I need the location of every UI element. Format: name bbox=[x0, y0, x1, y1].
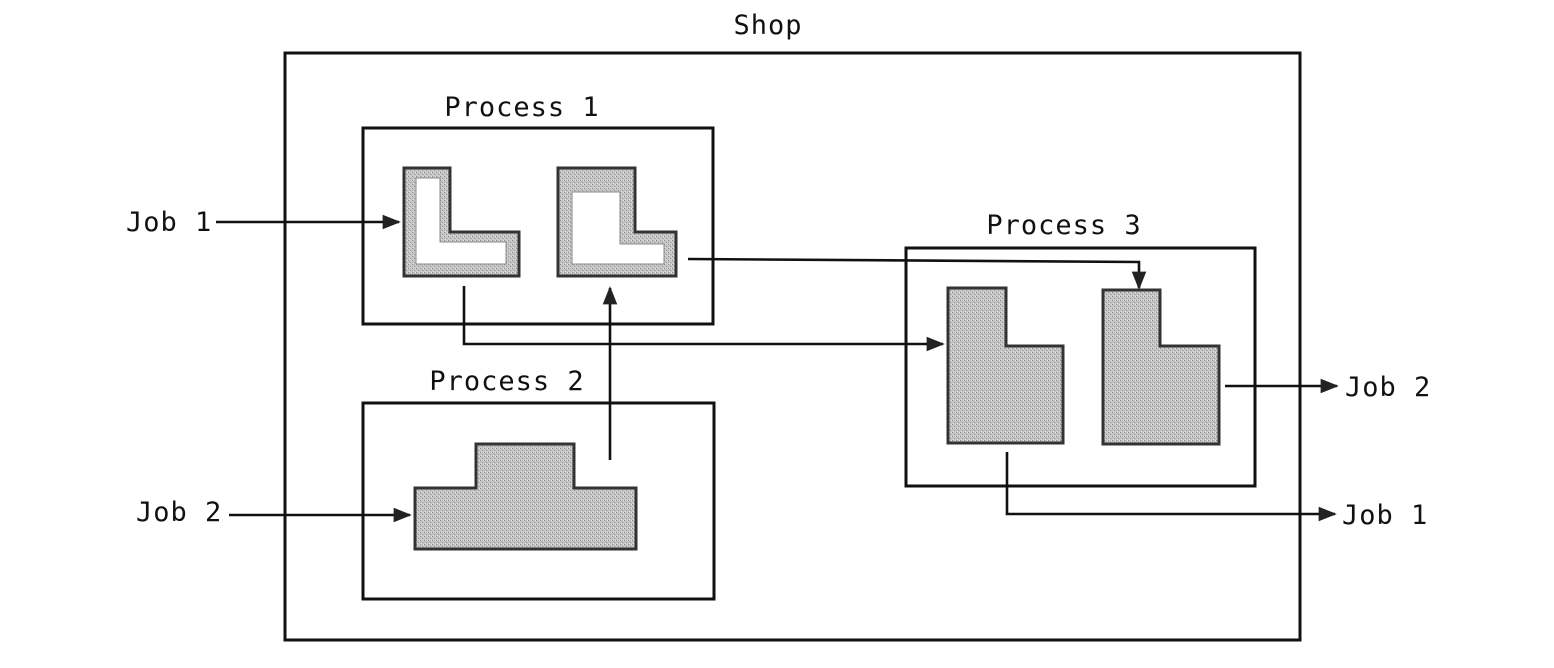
process-2-boundary bbox=[361, 401, 716, 601]
process-3-machine-2 bbox=[1101, 288, 1221, 446]
process-3-machine-1 bbox=[946, 286, 1065, 445]
process-1-machine-1 bbox=[402, 166, 521, 278]
process-1-machine-2 bbox=[556, 166, 678, 278]
process-3: Process 3 bbox=[904, 210, 1257, 488]
job-2-input-label: Job 2 bbox=[136, 497, 222, 528]
job-1-input-label: Job 1 bbox=[126, 207, 212, 238]
job-1-output-label: Job 1 bbox=[1342, 500, 1428, 531]
process-3-boundary bbox=[904, 246, 1257, 488]
job-2-output-label: Job 2 bbox=[1345, 372, 1431, 403]
process-1-to-process-3-arrow bbox=[462, 286, 945, 352]
process-1-machine-2-to-process-3-machine-2-arrow bbox=[687, 257, 1147, 290]
process-2-label: Process 2 bbox=[429, 366, 584, 397]
process-1-label: Process 1 bbox=[444, 92, 599, 123]
process-1: Process 1 bbox=[361, 92, 715, 326]
process-1-boundary bbox=[361, 126, 715, 326]
shop-label: Shop bbox=[733, 10, 802, 41]
shop-boundary bbox=[283, 51, 1302, 642]
process-2: Process 2 bbox=[361, 366, 716, 601]
process-2-machine bbox=[413, 442, 638, 551]
job-1-output-arrow bbox=[1005, 452, 1337, 522]
process-3-label: Process 3 bbox=[986, 210, 1141, 241]
